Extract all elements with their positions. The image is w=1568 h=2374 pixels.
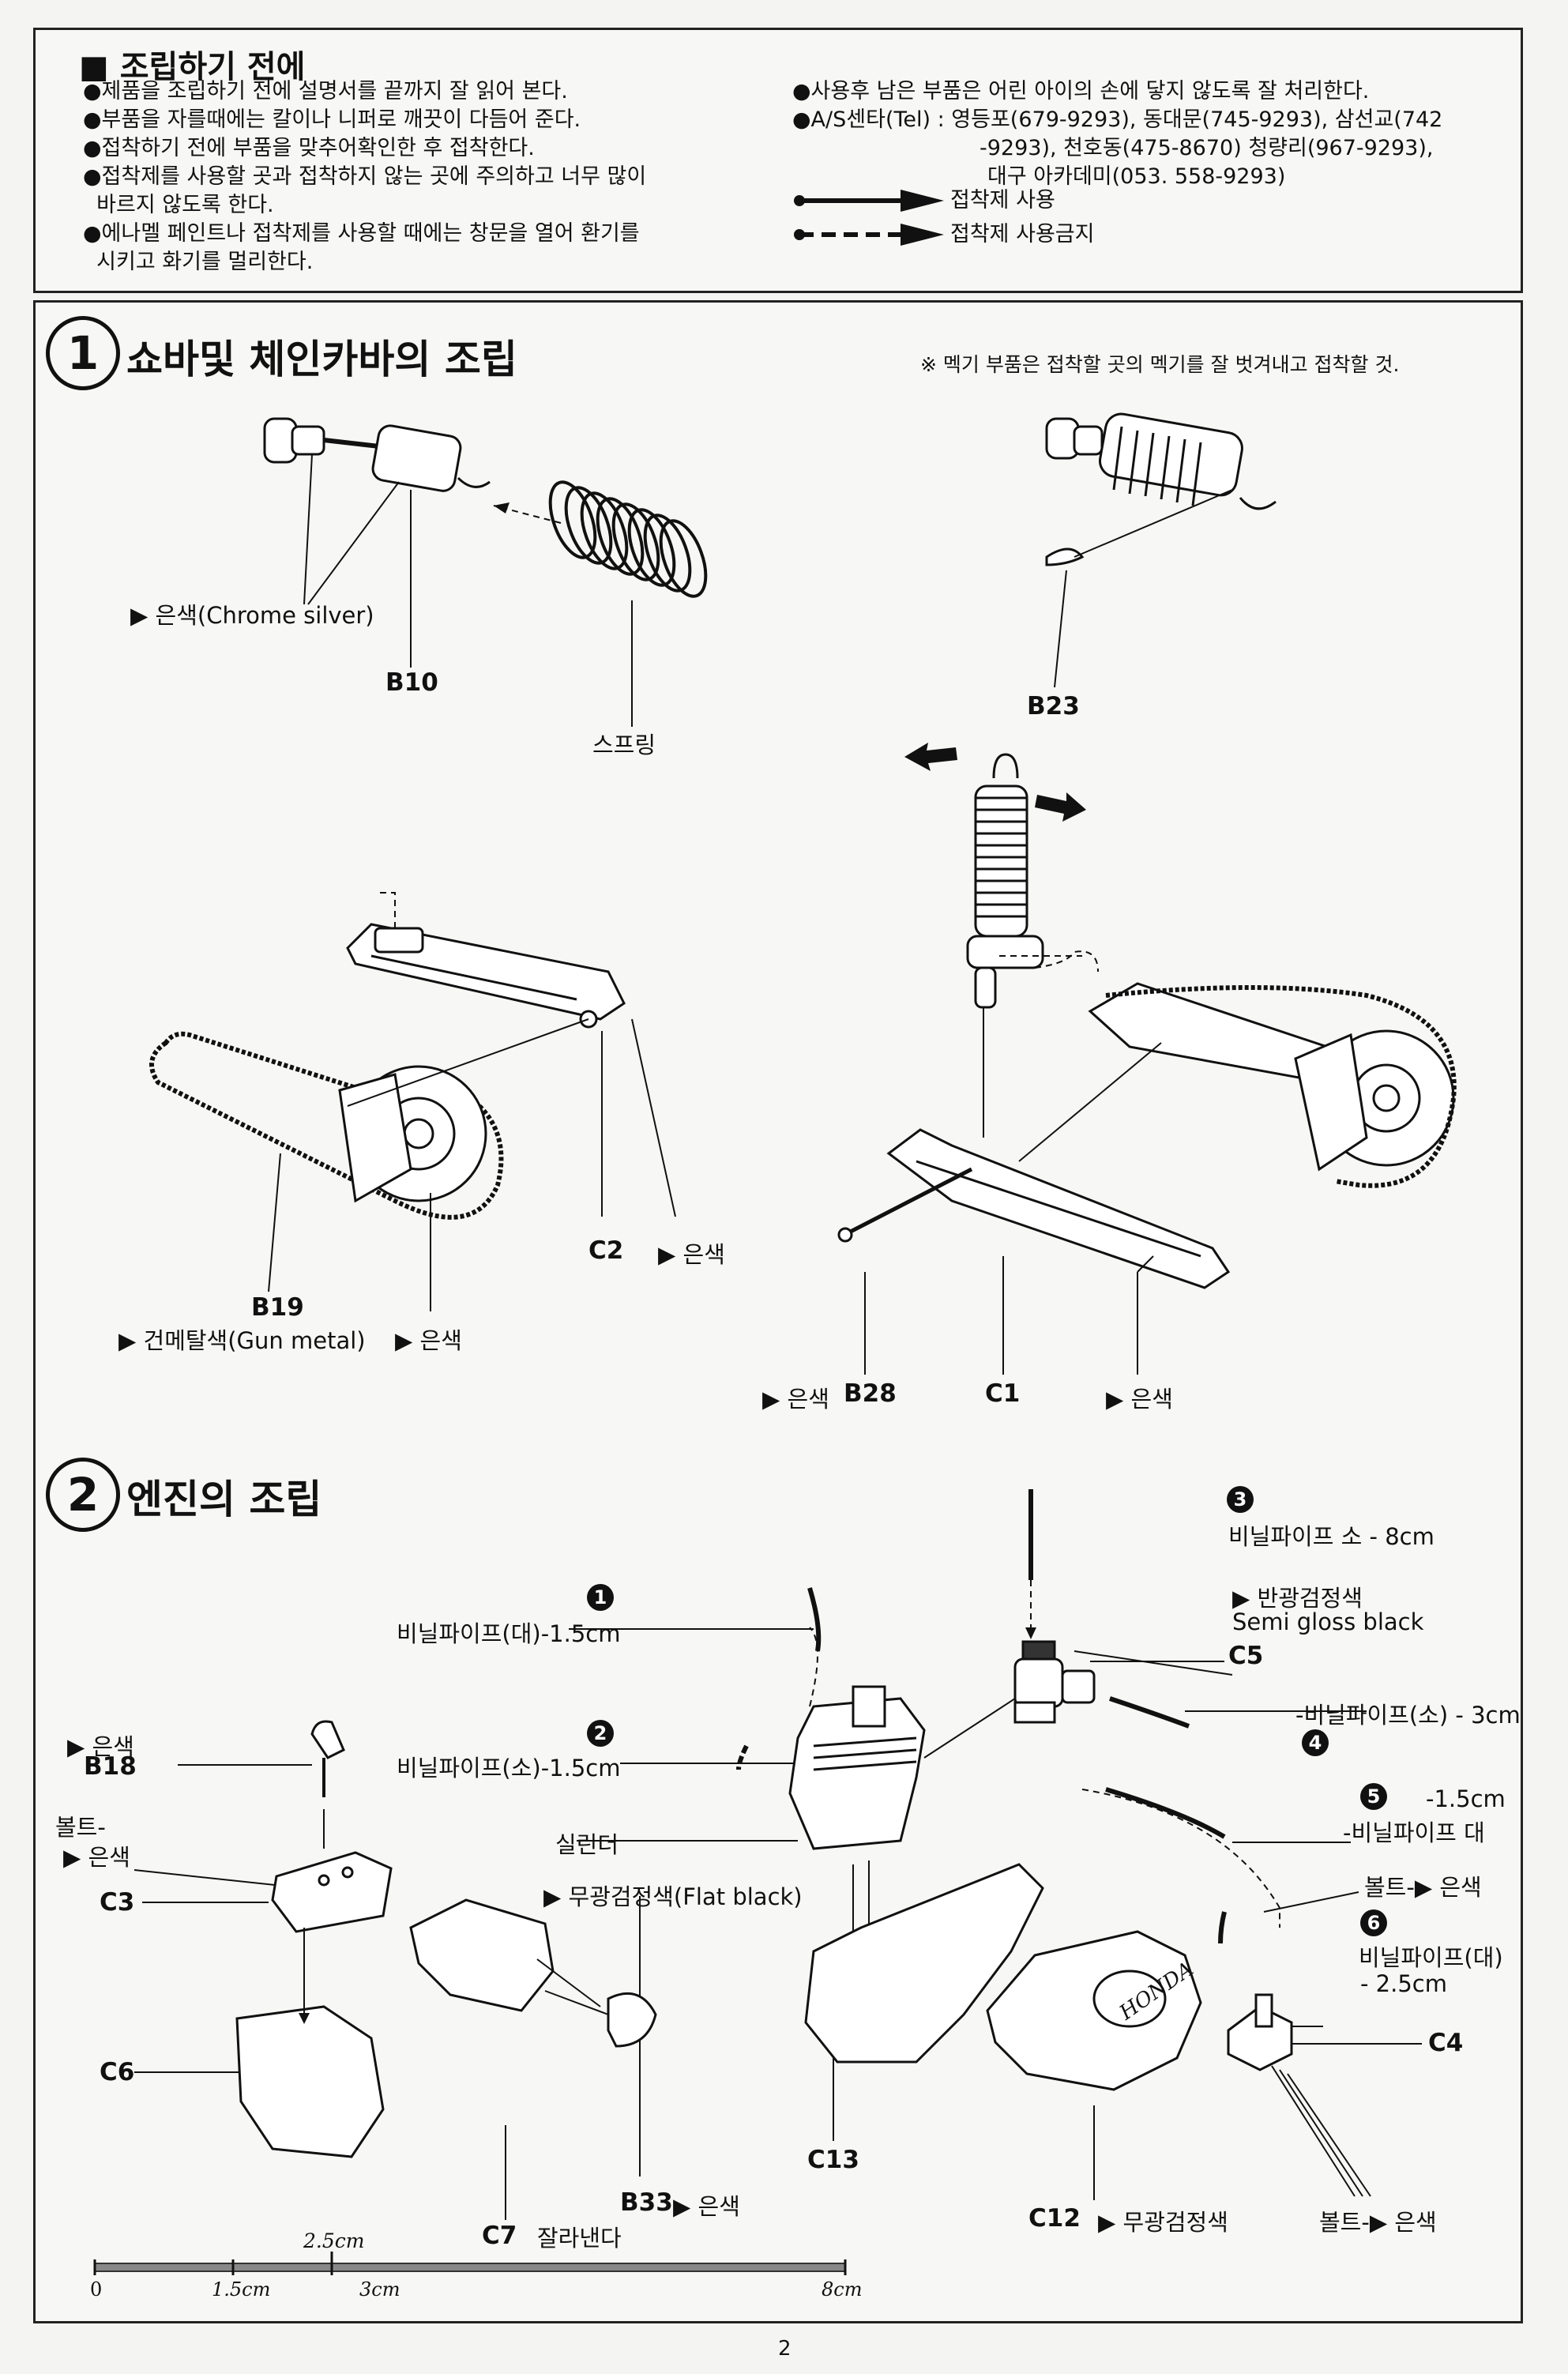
label-semi-gloss-en: Semi gloss black [1232,1608,1424,1635]
preparation-title: ■ 조립하기 전에 [79,49,306,85]
label-b19-silver: ▶ 은색 [395,1327,462,1354]
label-c7: C7 [482,2222,517,2250]
instructions-box [33,300,1523,2323]
label-c5: C5 [1228,1642,1264,1670]
label-c13: C13 [807,2146,859,2174]
label-pipe2: 비닐파이프(소)-1.5cm [397,1755,621,1781]
label-c2-color: ▶ 은색 [658,1241,725,1268]
legend-glue-label: 접착제 사용 [950,188,1055,213]
ruler-label-top: 2.5cm [303,2229,365,2252]
step2-title: 엔진의 조립 [126,1477,322,1522]
note-right-1: ●사용후 남은 부품은 어린 아이의 손에 닿지 않도록 잘 처리한다. [792,79,1370,103]
label-chrome-silver: ▶ 은색(Chrome silver) [130,602,374,629]
label-spring: 스프링 [592,732,656,758]
label-bolt-right: 볼트-▶ 은색 [1364,1874,1482,1901]
step1-title: 쇼바및 체인카바의 조립 [126,337,517,382]
label-b33: B33 [620,2188,673,2217]
step2-number: 2 [46,1458,120,1532]
pipe5-number-badge: 5 [1360,1783,1387,1810]
label-c4: C4 [1428,2029,1464,2057]
note-right-3: -9293), 천호동(475-8670) 청량리(967-9293), [980,136,1434,160]
label-c12-color: ▶ 무광검정색 [1098,2209,1228,2236]
label-c12: C12 [1028,2204,1081,2233]
page-number: 2 [778,2337,792,2361]
label-semi-gloss: ▶ 반광검정색 [1232,1585,1363,1612]
preparation-box [33,28,1523,293]
label-pipe3: 비닐파이프 소 - 8cm [1228,1523,1435,1550]
label-c2: C2 [588,1236,624,1265]
pipe6-number-badge: 6 [1360,1909,1387,1936]
label-c1-color: ▶ 은색 [1106,1386,1173,1413]
note-right-2: ●A/S센타(Tel) : 영등포(679-9293), 동대문(745-929… [792,107,1443,132]
note-left-4: ●접착제를 사용할 곳과 접착하지 않는 곳에 주의하고 너무 많이 [83,164,647,189]
label-pipe5-length: -1.5cm [1426,1785,1506,1812]
ruler-tick-3: 8cm [822,2278,863,2301]
note-left-3: ●접착하기 전에 부품을 맞추어확인한 후 접착한다. [83,136,535,160]
label-b10: B10 [385,668,438,697]
label-gunmetal: ▶ 건메탈색(Gun metal) [118,1327,366,1354]
label-flat-black: ▶ 무광검정색(Flat black) [543,1883,803,1910]
label-b23: B23 [1027,692,1080,720]
label-pipe5: -비닐파이프 대 [1343,1819,1485,1846]
ruler-tick-0: 0 [90,2278,103,2301]
label-c1: C1 [985,1379,1021,1408]
note-left-1: ●제품을 조립하기 전에 설명서를 끝까지 잘 읽어 본다. [83,79,568,103]
label-c6: C6 [100,2058,135,2086]
pipe4-number-badge: 4 [1302,1729,1329,1756]
label-bolt-left: 볼트- [55,1814,106,1841]
note-left-5: 바르지 않도록 한다. [83,193,274,217]
note-left-2: ●부품을 자를때에는 칼이나 니퍼로 깨끗이 다듬어 준다. [83,107,581,132]
label-b28-color: ▶ 은색 [762,1386,829,1413]
label-pipe6: 비닐파이프(대) [1359,1944,1503,1971]
legend-noglue-label: 접착제 사용금지 [950,222,1095,246]
label-cut: 잘라낸다 [537,2225,622,2252]
label-b18: B18 [84,1752,137,1781]
note-right-4: 대구 아카데미(053. 558-9293) [987,164,1286,189]
note-left-6: ●에나멜 페인트나 접착제를 사용할 때에는 창문을 열어 환기를 [83,221,640,246]
ruler-tick-2: 3cm [359,2278,400,2301]
label-pipe6-length: - 2.5cm [1360,1970,1447,1997]
label-pipe4: -비닐파이프(소) - 3cm [1295,1702,1521,1729]
label-b18-color: ▶ 은색 [67,1733,134,1760]
label-c3: C3 [100,1888,135,1917]
label-pipe1: 비닐파이프(대)-1.5cm [397,1620,621,1647]
note-left-7: 시키고 화기를 멀리한다. [83,250,314,274]
label-cylinder: 실린더 [555,1831,619,1858]
pipe3-number-badge: 3 [1227,1486,1254,1513]
step1-number: 1 [46,316,120,390]
label-bolt-left-color: ▶ 은색 [63,1844,130,1871]
label-b33-color: ▶ 은색 [673,2193,740,2220]
label-b28: B28 [844,1379,897,1408]
pipe1-number-badge: 1 [587,1584,614,1611]
label-b19: B19 [251,1293,304,1322]
step1-plating-note: ※ 멕기 부품은 접착할 곳의 멕기를 잘 벗겨내고 접착할 것. [920,353,1400,376]
ruler-tick-1: 1.5cm [212,2278,271,2301]
label-bolt-bottom: 볼트-▶ 은색 [1319,2209,1437,2236]
pipe2-number-badge: 2 [587,1720,614,1747]
